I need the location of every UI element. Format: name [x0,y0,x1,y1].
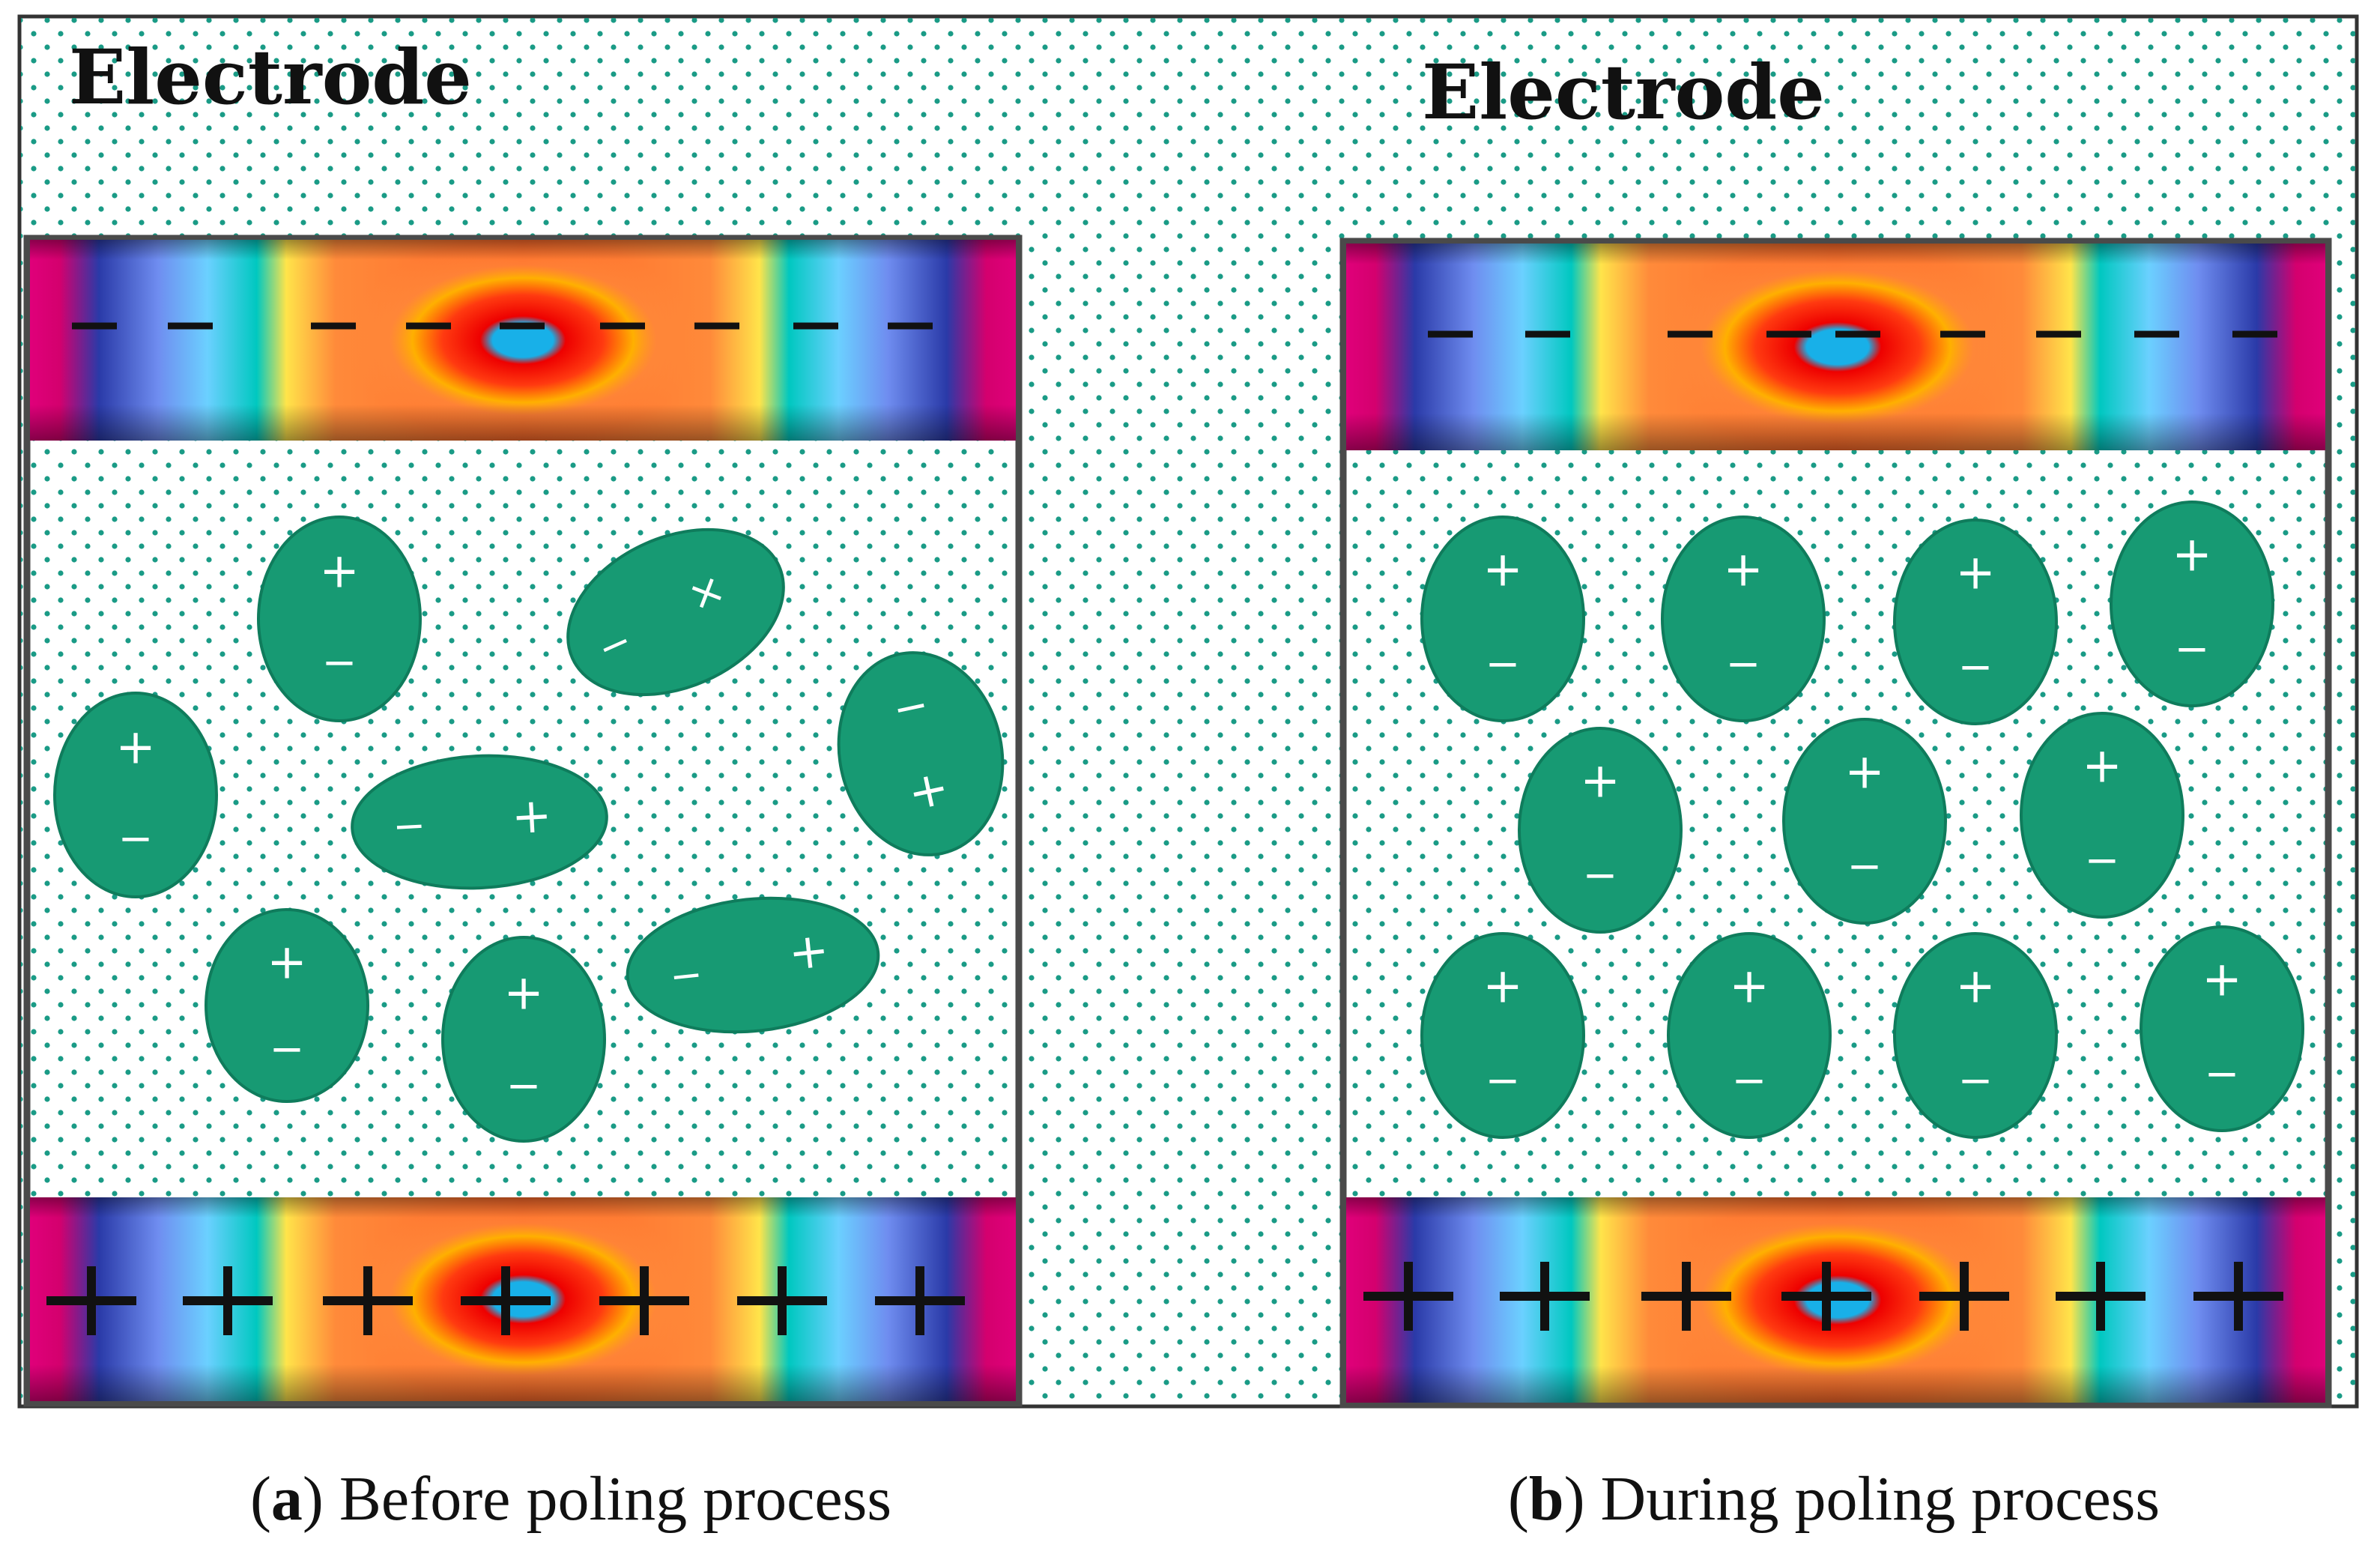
dipole-minus-sign: − [1583,851,1618,900]
dipole-particle: +− [1518,727,1683,934]
dipole-plus-sign: + [1844,745,1885,800]
dipole-particle: +− [53,692,218,898]
positive-charge-mark [599,1266,689,1335]
dipole-minus-sign: − [1726,640,1761,689]
dipole-plus-sign: + [1483,959,1523,1015]
dipole-minus-sign: − [2175,625,2210,674]
positive-charge-mark [875,1266,965,1335]
positive-charge-row [46,1266,965,1335]
dipole-plus-sign: + [115,720,156,776]
dipole-particle: +− [1661,516,1826,722]
dipole-plus-sign: + [786,922,832,982]
dipole-minus-sign: − [1958,1056,1993,1105]
top-electrode-right [1346,244,2325,450]
bottom-electrode-left [30,1197,1016,1401]
dipole-minus-sign: − [1486,1056,1521,1105]
dipole-particle: +− [2020,712,2184,919]
electrode-label-left: Electrode [69,33,472,121]
dipole-minus-sign: − [667,952,705,1000]
positive-charge-mark [2193,1262,2283,1331]
dipole-particle: +− [626,896,880,1034]
dipole-particle: +− [257,516,422,722]
positive-charge-mark [46,1266,136,1335]
dipole-plus-sign: + [2202,952,2242,1008]
dipole-particle: +− [351,754,608,890]
top-electrode-left [30,240,1016,441]
dipole-particle: +− [1420,516,1585,722]
bottom-electrode-right [1346,1197,2325,1403]
electrode-label-right: Electrode [1422,48,1825,136]
positive-charge-mark [1363,1262,1453,1331]
dipoles-random: +−+−×−−++−+−+−+− [53,516,1005,1143]
dipole-particle: ×− [566,527,785,697]
dipole-particle: +− [205,908,369,1103]
dipole-particle: +− [1782,718,1947,925]
dipole-particle: +− [441,936,606,1143]
positive-charge-mark [183,1266,273,1335]
positive-charge-row [1363,1262,2283,1331]
panel-b: +−+−+−+−+−+−+−+−+−+−+− [1339,238,2332,1409]
dipole-minus-sign: − [1847,842,1883,891]
dipole-minus-sign: − [392,803,427,850]
dipole-particle: +− [1893,518,2058,725]
positive-charge-mark [1919,1262,2009,1331]
dipole-minus-sign: − [1486,640,1521,689]
sample-frame-right [1339,238,2332,1409]
dipole-minus-sign: − [506,1062,542,1110]
dipole-minus-sign: − [270,1025,305,1074]
dipole-minus-sign: − [2205,1050,2240,1098]
dipole-minus-sign: − [1958,643,1993,692]
dipole-plus-sign: + [510,788,553,846]
positive-charge-mark [1500,1262,1590,1331]
positive-charge-mark [1641,1262,1731,1331]
panel-a: +−+−×−−++−+−+−+− [23,235,1023,1407]
dipole-plus-sign: + [1955,959,1996,1015]
caption-b: (b) During poling process [1508,1464,2160,1534]
dipole-particle: +− [1893,932,2058,1139]
dipoles-aligned: +−+−+−+−+−+−+−+−+−+−+− [1420,501,2304,1139]
dipole-particle: −+ [837,651,1005,856]
dipole-plus-sign: + [1483,542,1523,598]
dipole-plus-sign: + [1723,542,1763,598]
caption-a: (a) Before poling process [250,1464,891,1534]
positive-charge-mark [461,1266,551,1335]
dipole-plus-sign: + [1955,545,1996,601]
dipole-particle: +− [1420,932,1585,1139]
dipole-minus-sign: − [1732,1056,1767,1105]
dipole-particle: +− [2140,925,2304,1132]
dipole-plus-sign: + [503,966,544,1021]
sample-frame-left [23,235,1023,1407]
positive-charge-mark [2056,1262,2146,1331]
dipole-plus-sign: + [1729,959,1769,1015]
dipole-minus-sign: − [2085,836,2120,885]
dipole-minus-sign: − [322,638,357,687]
positive-charge-mark [1781,1262,1871,1331]
positive-charge-mark [323,1266,413,1335]
dipole-particle: +− [1667,932,1832,1139]
dipole-particle: +− [2110,501,2274,707]
dipole-plus-sign: + [1580,754,1620,809]
positive-charge-mark [737,1266,827,1335]
dipole-plus-sign: + [267,935,307,991]
dipole-minus-sign: − [118,814,154,863]
dipole-plus-sign: + [319,544,360,599]
dipole-plus-sign: + [2082,739,2122,794]
dipole-plus-sign: + [2172,527,2212,583]
